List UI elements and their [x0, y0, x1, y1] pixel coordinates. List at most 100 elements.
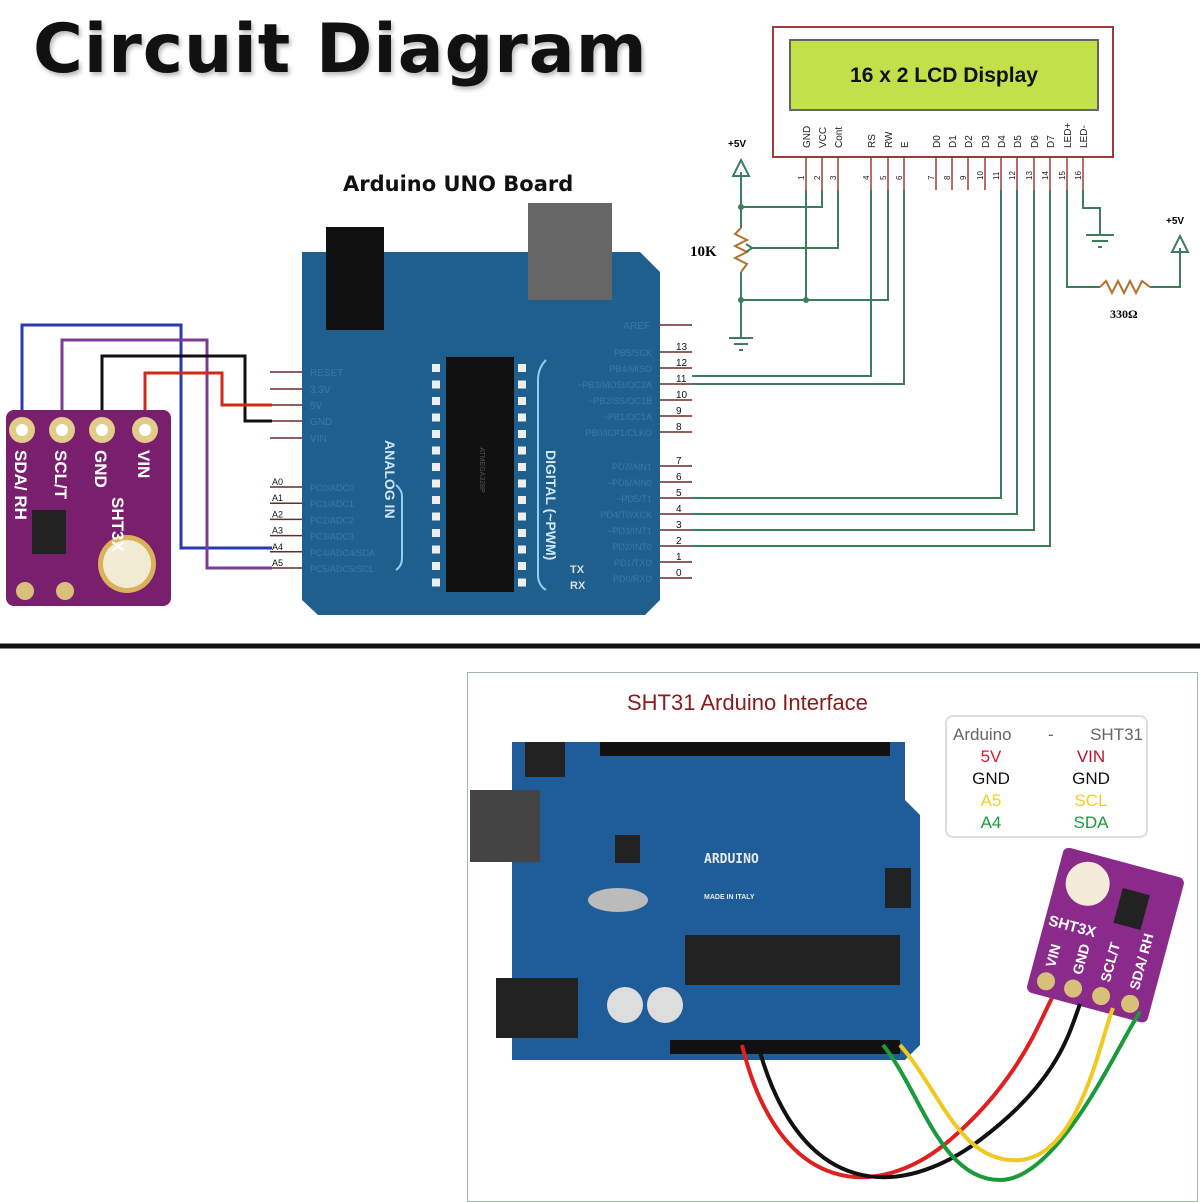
chip-pin	[432, 413, 440, 422]
digital-pin-number: 11	[676, 374, 687, 385]
sensor-hole	[139, 424, 151, 436]
chip-pin	[518, 413, 526, 422]
chip-pin	[518, 479, 526, 488]
chip-label: ATMEGA328P	[478, 447, 485, 493]
power-pin-label: VIN	[310, 434, 327, 445]
digital-pin-number: 5	[676, 488, 682, 499]
board-text: ARDUINO	[704, 852, 759, 867]
lcd-pin-label: D2	[964, 135, 975, 148]
lcd-wiring	[692, 172, 1181, 547]
usb-port	[470, 790, 540, 862]
chip-pin	[518, 562, 526, 570]
arduino-pin: A5	[980, 791, 1002, 810]
sensor-pin-label: SDA/ RH	[11, 450, 30, 520]
power-pin-label: GND	[310, 417, 332, 428]
chip-pin	[432, 430, 440, 438]
resistor-330	[1099, 278, 1151, 296]
chip-pin	[432, 397, 440, 405]
lcd-pin-label: GND	[802, 126, 813, 148]
tx-label: TX	[570, 564, 585, 576]
lcd-pin-number: 15	[1058, 171, 1067, 180]
lcd-pin-number: 14	[1041, 171, 1050, 180]
supply-5v-symbol	[731, 157, 751, 200]
chip-pin	[518, 446, 526, 455]
sensor-pin-label: GND	[91, 450, 110, 488]
power-pin-label: 3.3V	[310, 385, 331, 396]
wire-vin-red	[143, 371, 272, 428]
analog-pin-number: A0	[272, 477, 283, 487]
analog-pin-label: PC5/ADC5/SCL	[310, 564, 374, 574]
lcd-pin-number: 13	[1025, 171, 1034, 180]
chip-pin	[432, 562, 440, 570]
digital-pin-number: 6	[676, 472, 682, 483]
lcd-pin-label: D0	[932, 135, 943, 148]
chip-pin	[432, 479, 440, 488]
digital-pin-label: PB5/SCK	[614, 348, 652, 358]
chip-pin	[432, 463, 440, 471]
analog-pin-label: PC4/ADC4/SDA	[310, 548, 375, 558]
lcd-pin-label: LED+	[1063, 123, 1074, 148]
chip-pin	[518, 529, 526, 537]
chip-pin	[432, 380, 440, 389]
supply-5v-symbol	[1170, 233, 1190, 253]
wire-5v-red	[740, 997, 1054, 1180]
power-analog-header	[670, 1040, 900, 1054]
analog-pin-label: PC2/ADC2	[310, 515, 354, 525]
lcd-pin-number: 16	[1074, 171, 1083, 180]
lcd-pin-label: Cont	[834, 127, 845, 148]
wire-sda-blue	[20, 323, 272, 550]
lcd-pin-number: 1	[797, 175, 806, 180]
potentiometer	[732, 227, 750, 273]
chip-pin	[518, 578, 526, 587]
analog-pin-number: A1	[272, 493, 283, 503]
digital-pin-number: 4	[676, 504, 682, 515]
digital-pin-number: 13	[676, 342, 688, 353]
sensor-pin-label: GND	[1069, 942, 1093, 976]
digital-pin-label: ~PB2/SS/OC1B	[588, 396, 652, 406]
chip-pin	[518, 463, 526, 471]
wire-scl-purple	[60, 338, 272, 570]
chip-pin	[432, 496, 440, 504]
chip-pin	[432, 578, 440, 587]
analog-pin-label: PC3/ADC3	[310, 532, 354, 542]
supply-label: +5V	[1166, 216, 1184, 227]
dc-jack	[496, 978, 578, 1038]
sensor-pin-label: VIN	[1042, 942, 1063, 969]
digital-pin-number: 7	[676, 456, 682, 467]
analog-in-label: ANALOG IN	[382, 440, 398, 519]
sensor-name: SHT3X	[108, 497, 127, 552]
power-jack	[326, 227, 384, 330]
wire-a4-green	[881, 1010, 1142, 1183]
arduino-pin: GND	[972, 769, 1010, 788]
digital-pin-number: 9	[676, 406, 682, 417]
digital-pin-label: PD4/T0/XCK	[600, 510, 652, 520]
usb-connector	[528, 203, 612, 300]
chip-pin	[518, 512, 526, 521]
arduino-pin: A4	[980, 813, 1002, 832]
lcd-pin-number: 3	[829, 175, 838, 180]
chip-pin	[432, 545, 440, 554]
digital-pin-label: PD7/AIN1	[612, 462, 652, 472]
chip-pin	[518, 545, 526, 554]
lcd-pin-label: D6	[1030, 135, 1041, 148]
lcd-pin-label: RS	[867, 134, 878, 148]
digital-pin-label: ~PB1/OC1A	[603, 412, 652, 422]
digital-pin-number: 10	[676, 390, 688, 401]
lcd-pin-label: VCC	[818, 127, 829, 148]
sensor-hole	[56, 424, 68, 436]
chip-pin	[432, 529, 440, 537]
lcd-pin-number: 8	[943, 175, 952, 180]
arduino-board-label: Arduino UNO Board	[343, 172, 574, 196]
lcd-pin-label: LED-	[1079, 125, 1090, 148]
chip-pin	[518, 430, 526, 438]
lcd-pin-label: D4	[997, 135, 1008, 148]
chip-pin	[432, 512, 440, 521]
lcd-pin-number: 11	[992, 171, 1001, 180]
crystal	[588, 888, 648, 912]
arduino-pin: 5V	[980, 747, 1002, 766]
lcd-title: 16 x 2 LCD Display	[850, 64, 1038, 87]
digital-pin-number: 1	[676, 552, 682, 563]
analog-pin-number: A5	[272, 558, 283, 568]
